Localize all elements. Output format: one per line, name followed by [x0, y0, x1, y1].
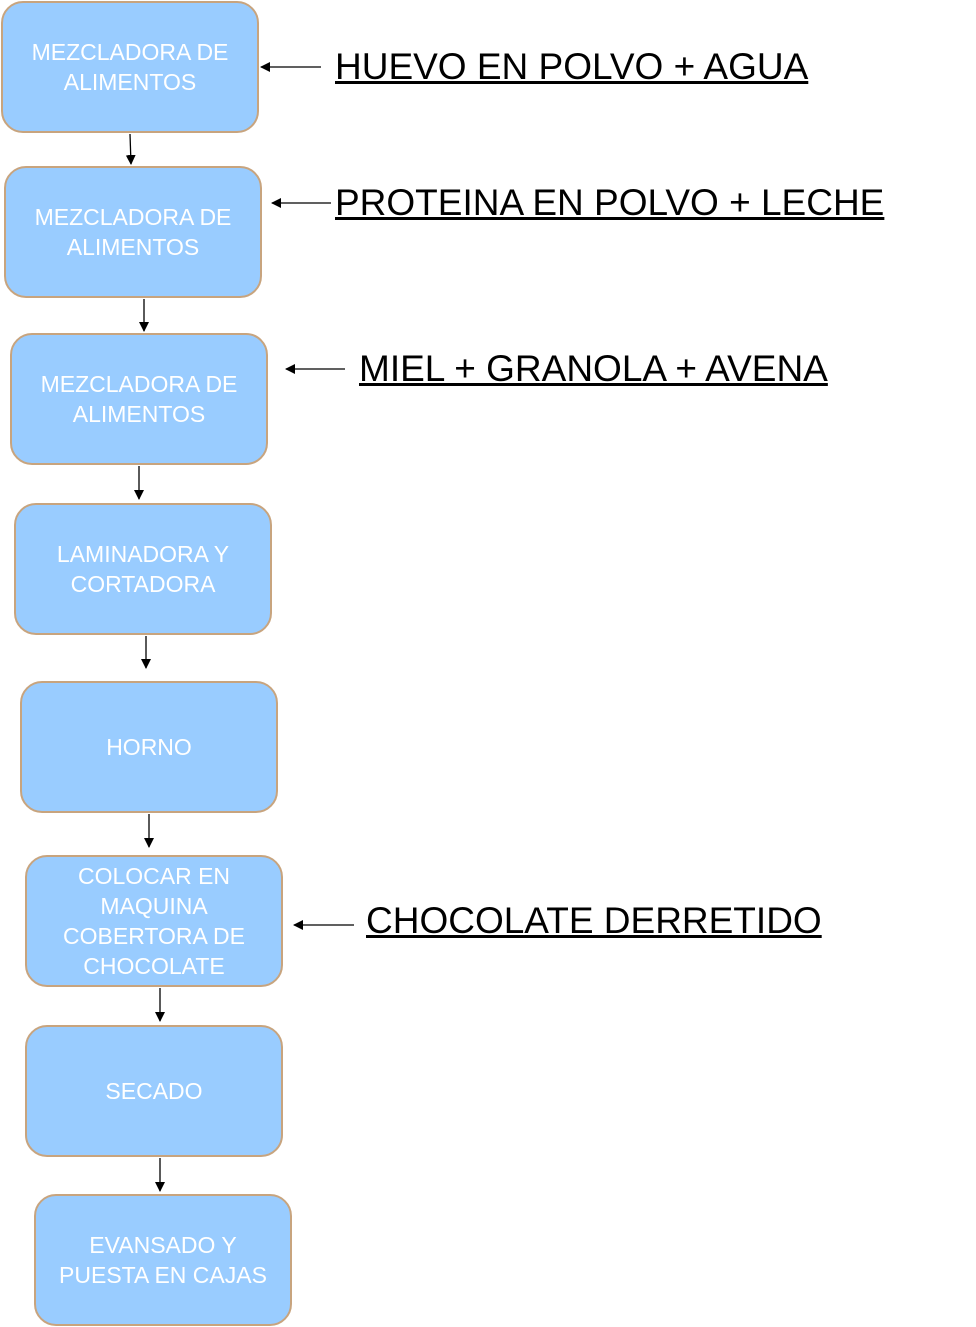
step-label: EVANSADO Y PUESTA EN CAJAS: [59, 1232, 267, 1288]
step-box-envasado: EVANSADO Y PUESTA EN CAJAS: [34, 1194, 292, 1326]
input-label-chocolate: CHOCOLATE DERRETIDO: [366, 900, 822, 941]
input-label-miel: MIEL + GRANOLA + AVENA: [359, 348, 828, 389]
step-label: MEZCLADORA DE ALIMENTOS: [34, 204, 232, 260]
input-label-proteina: PROTEINA EN POLVO + LECHE: [335, 182, 885, 223]
step-box-horno: HORNO: [20, 681, 278, 813]
step-box-mezcladora-2: MEZCLADORA DE ALIMENTOS: [4, 166, 262, 298]
step-label: MEZCLADORA DE ALIMENTOS: [31, 39, 229, 95]
step-label: HORNO: [106, 734, 192, 760]
step-box-secado: SECADO: [25, 1025, 283, 1157]
step-label: MEZCLADORA DE ALIMENTOS: [40, 371, 238, 427]
step-box-mezcladora-1: MEZCLADORA DE ALIMENTOS: [1, 1, 259, 133]
step-box-laminadora: LAMINADORA Y CORTADORA: [14, 503, 272, 635]
step-box-cobertora: COLOCAR EN MAQUINA COBERTORA DE CHOCOLAT…: [25, 855, 283, 987]
step-label: SECADO: [105, 1078, 203, 1104]
step-box-mezcladora-3: MEZCLADORA DE ALIMENTOS: [10, 333, 268, 465]
flow-arrow-1: [125, 133, 136, 165]
step-label: LAMINADORA Y CORTADORA: [56, 541, 230, 597]
step-label: COLOCAR EN MAQUINA COBERTORA DE CHOCOLAT…: [63, 863, 245, 979]
input-label-huevo: HUEVO EN POLVO + AGUA: [335, 46, 809, 87]
